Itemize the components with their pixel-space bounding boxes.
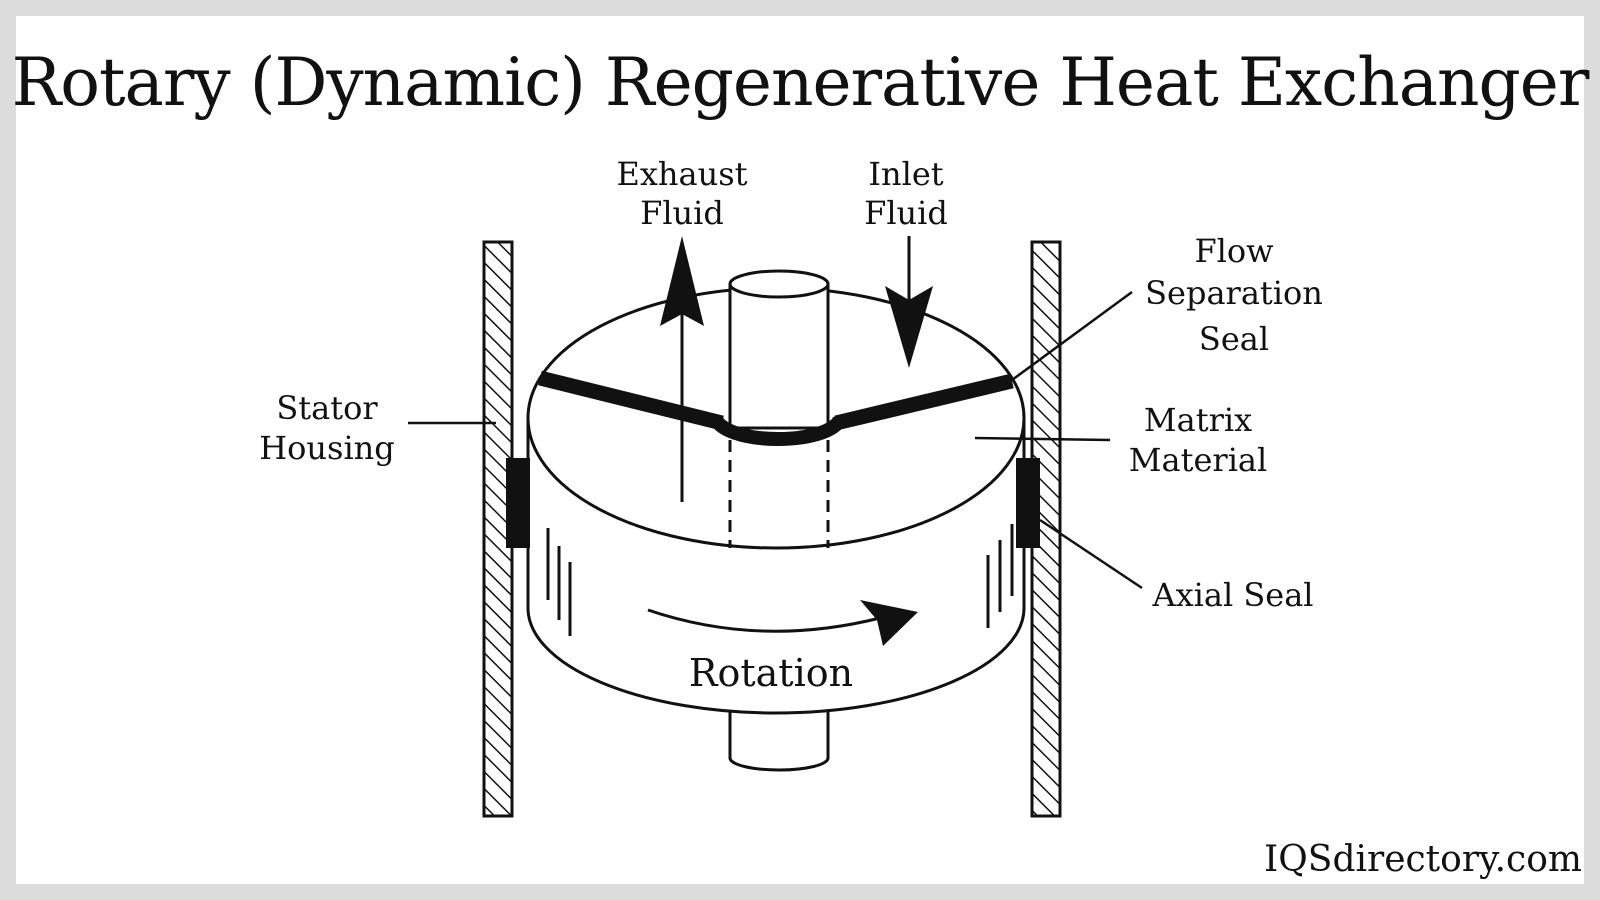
exhaust-arrow [660, 236, 704, 502]
flow-separation-seal-label-line1: Flow [1194, 232, 1273, 270]
bottom-shaft [728, 698, 830, 772]
exhaust-fluid-label-line1: Exhaust [617, 155, 748, 193]
rotation-arrow [647, 600, 918, 646]
flow-separation-seal [538, 370, 1014, 446]
axial-seal-left [506, 458, 530, 548]
exhaust-fluid-label-line2: Fluid [640, 194, 724, 232]
matrix-material-label-line2: Material [1129, 441, 1267, 479]
flow-separation-seal-label-line2: Separation [1145, 274, 1323, 312]
axial-seal-label: Axial Seal [1151, 576, 1313, 614]
inlet-fluid-label-line2: Fluid [864, 194, 948, 232]
matrix-material-label-line1: Matrix [1144, 401, 1252, 439]
stator-housing-label-line1: Stator [276, 389, 378, 427]
inlet-fluid-label-line1: Inlet [868, 155, 943, 193]
brand-watermark: IQSdirectory.com [1264, 839, 1582, 880]
motion-lines [546, 524, 1014, 636]
diagram-title: Rotary (Dynamic) Regenerative Heat Excha… [11, 44, 1590, 121]
inlet-arrow [885, 236, 933, 368]
stator-housing-label-line2: Housing [259, 429, 395, 467]
top-shaft [728, 269, 830, 430]
axial-seal-right [1016, 458, 1040, 548]
flow-separation-seal-label-line3: Seal [1199, 320, 1269, 358]
rotation-label: Rotation [689, 651, 853, 695]
leader-lines [408, 290, 1143, 590]
